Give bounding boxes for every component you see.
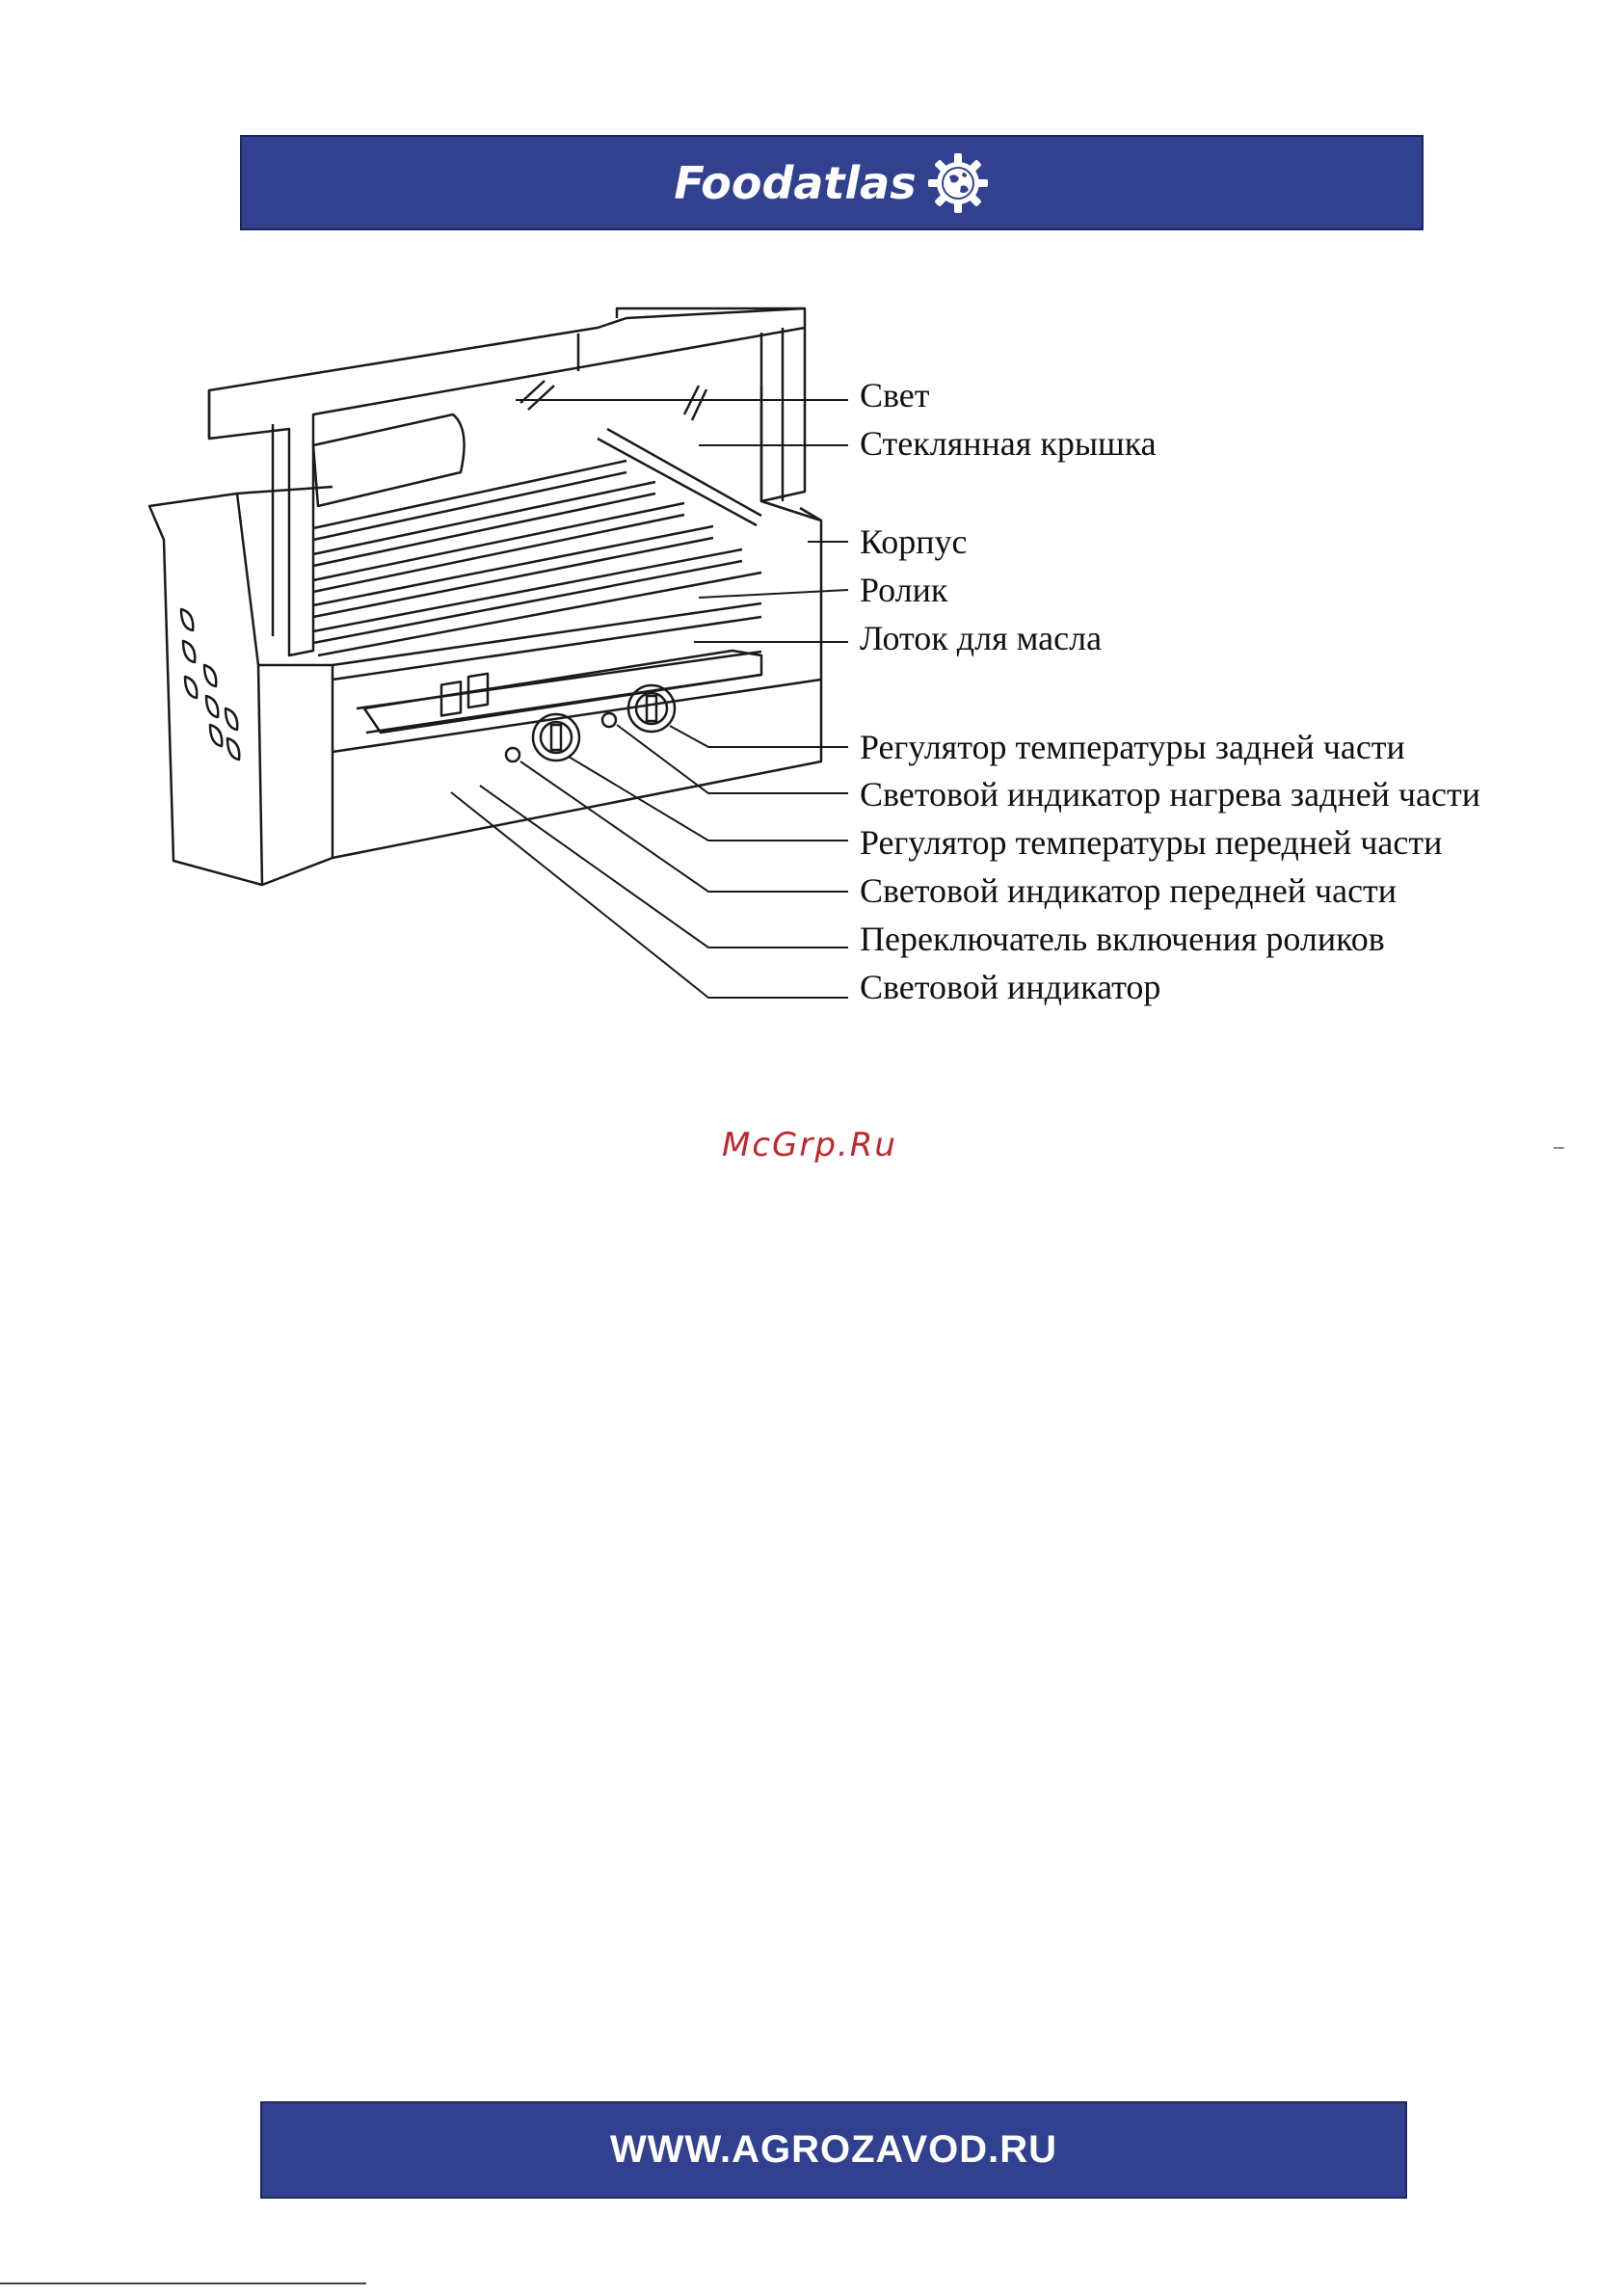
label-front-temp-regulator: Регулятор температуры передней части (860, 823, 1442, 862)
label-rear-temp-regulator: Регулятор температуры задней части (860, 728, 1405, 766)
leader-line-front-temp (569, 757, 848, 841)
label-light: Свет (860, 376, 930, 414)
page-marker: – (1554, 1134, 1564, 1159)
label-body: Корпус (860, 522, 967, 561)
bottom-rule (0, 2283, 366, 2284)
rollers (313, 429, 761, 655)
footer-banner: WWW.AGROZAVOD.RU (260, 2101, 1407, 2199)
leader-line-roller (699, 590, 848, 598)
label-front-indicator: Световой индикатор передней части (860, 871, 1397, 910)
leader-line-roller-switch (480, 786, 848, 948)
label-indicator: Световой индикатор (860, 968, 1160, 1006)
glass-cover-frame (209, 308, 805, 655)
watermark-link[interactable]: McGrp.Ru (722, 1126, 897, 1164)
body-left-panel (149, 494, 262, 885)
label-rear-heat-indicator: Световой индикатор нагрева задней части (860, 775, 1480, 814)
label-glass-cover: Стеклянная крышка (860, 424, 1157, 463)
label-roller-switch: Переключатель включения роликов (860, 920, 1385, 958)
oil-tray (364, 651, 761, 733)
light-bar (313, 414, 465, 506)
vent-slots (181, 609, 239, 760)
label-roller: Ролик (860, 571, 947, 609)
body-front (258, 386, 821, 752)
label-oil-tray: Лоток для масла (860, 619, 1102, 657)
footer-url[interactable]: WWW.AGROZAVOD.RU (610, 2128, 1057, 2172)
leader-line-rear-indicator (617, 725, 848, 793)
